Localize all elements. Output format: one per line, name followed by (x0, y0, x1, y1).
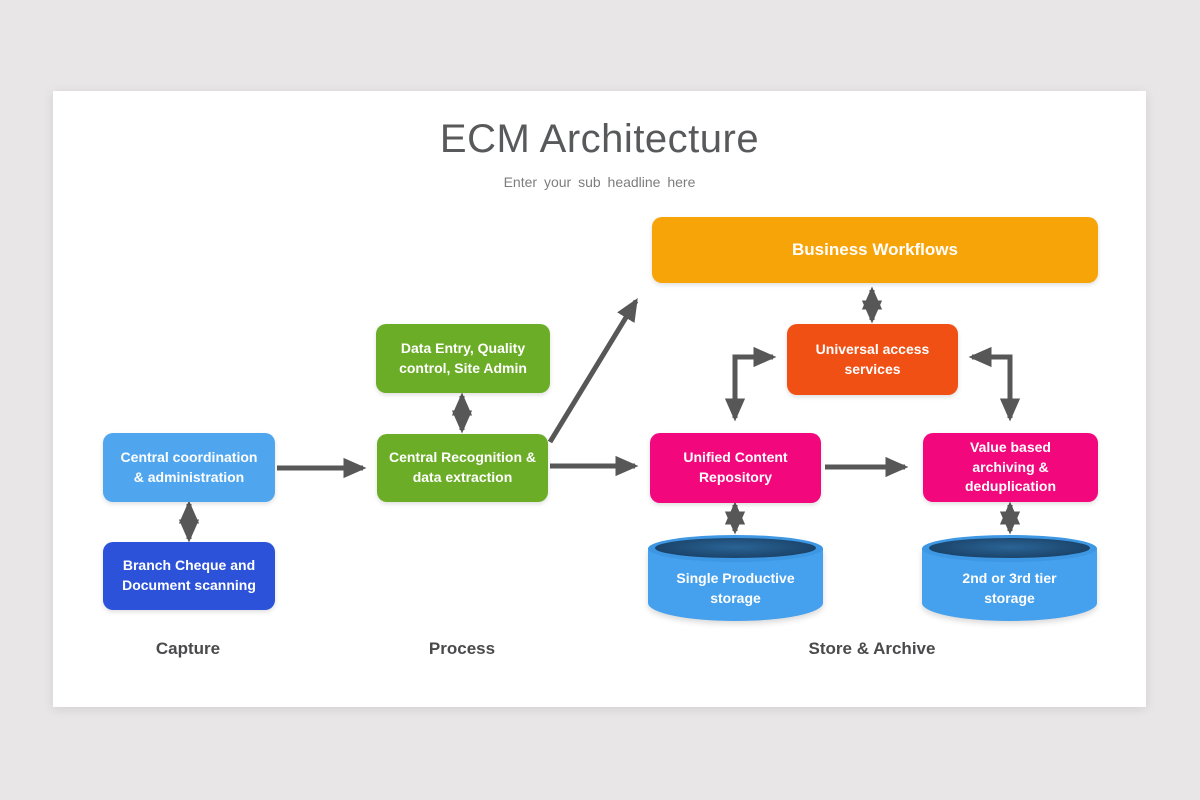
node-unified-content: Unified Content Repository (650, 433, 821, 503)
node-central-coordination: Central coordination & administration (103, 433, 275, 502)
connector-arrows (178, 286, 1021, 543)
slide-canvas: ECM Architecture Enter your sub headline… (53, 91, 1146, 707)
stage-label-capture: Capture (155, 639, 221, 658)
node-value-based: Value based archiving & deduplication (923, 433, 1098, 502)
arrow-access-archiving-elbow (968, 346, 1021, 422)
node-business-workflows: Business Workflows (652, 217, 1098, 283)
stage-label-process: Process (428, 639, 496, 658)
node-data-entry: Data Entry, Quality control, Site Admin (376, 324, 550, 393)
cylinder-tier-storage: 2nd or 3rd tier storage (922, 535, 1097, 621)
cylinder-top-icon (922, 535, 1097, 562)
page-subtitle: Enter your sub headline here (503, 174, 696, 190)
node-central-recognition: Central Recognition & data extraction (377, 434, 548, 502)
stage-label-store-archive: Store & Archive (808, 639, 936, 658)
cylinder-single-productive-storage: Single Productive storage (648, 535, 823, 621)
node-universal-access: Universal access services (787, 324, 958, 395)
arrow-recognition-to-workflows (547, 298, 639, 444)
cylinder-top-icon (648, 535, 823, 562)
page-title: ECM Architecture (439, 117, 760, 161)
node-branch-cheque: Branch Cheque and Document scanning (103, 542, 275, 610)
arrow-access-repository-elbow (724, 346, 777, 422)
